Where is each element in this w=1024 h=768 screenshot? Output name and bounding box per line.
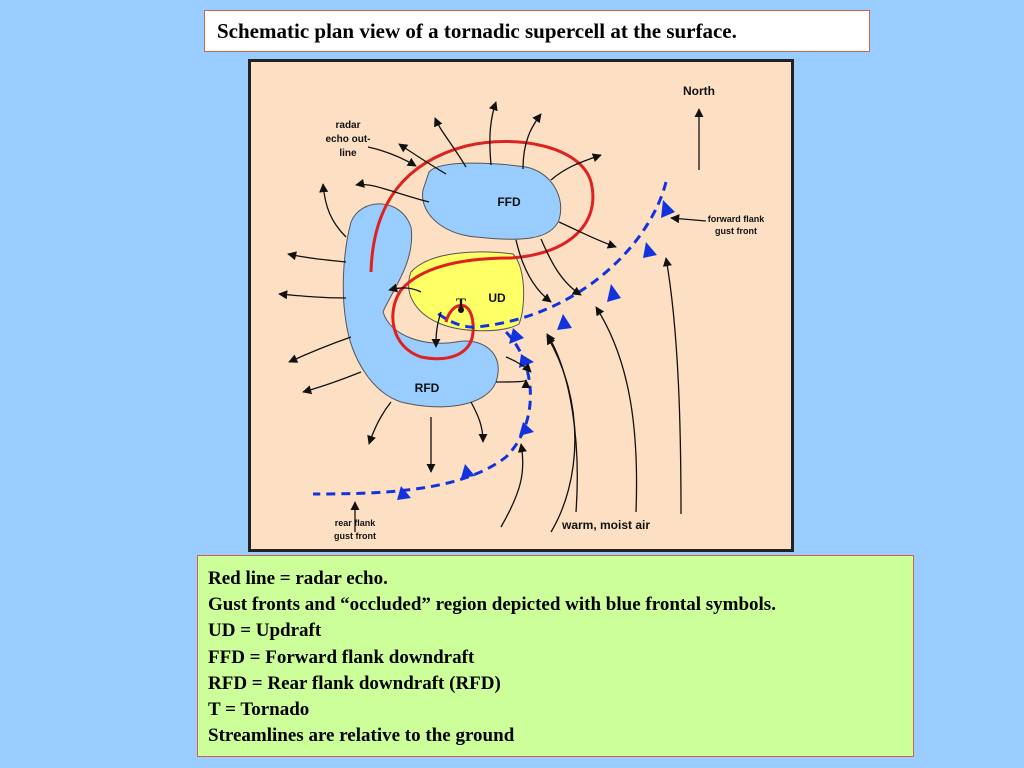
tornado-label: T xyxy=(456,296,466,312)
ffd-label: FFD xyxy=(497,195,521,209)
rear-flank-gust-front xyxy=(312,330,532,496)
radar-echo-line xyxy=(369,140,595,361)
legend-panel: Red line = radar echo. Gust fronts and “… xyxy=(197,555,914,757)
ud-region xyxy=(408,251,525,332)
supercell-diagram-svg: North radar echo out- line forward flank… xyxy=(278,84,766,541)
svg-text:forward flank: forward flank xyxy=(708,214,766,224)
legend-item-radar-echo: Red line = radar echo. xyxy=(208,568,388,589)
tornado-marker xyxy=(458,307,464,313)
legend-item-ffd: FFD = Forward flank downdraft xyxy=(208,646,475,668)
radar-echo-label: radar echo out- line xyxy=(326,120,371,159)
legend-item-gust-fronts: Gust fronts and “occluded” region depict… xyxy=(208,594,776,616)
streamlines xyxy=(278,101,707,533)
legend-item-streamlines: Streamlines are relative to the ground xyxy=(208,725,515,747)
rear-flank-label: rear flank gust front xyxy=(334,518,376,541)
svg-text:line: line xyxy=(339,148,357,159)
svg-text:rear flank: rear flank xyxy=(335,518,377,528)
forward-flank-label: forward flank gust front xyxy=(708,214,766,236)
slide-title: Schematic plan view of a tornadic superc… xyxy=(204,10,870,52)
warm-air-label: warm, moist air xyxy=(561,518,650,532)
ffd-region xyxy=(422,162,562,240)
svg-text:gust front: gust front xyxy=(715,226,757,236)
supercell-diagram: North radar echo out- line forward flank… xyxy=(248,59,794,552)
svg-text:gust front: gust front xyxy=(334,531,376,541)
ud-label: UD xyxy=(488,291,506,305)
legend-item-tornado: T = Tornado xyxy=(208,699,310,721)
forward-flank-gust-front xyxy=(435,181,668,329)
svg-text:radar: radar xyxy=(335,120,360,131)
north-label: North xyxy=(683,84,715,98)
svg-text:echo out-: echo out- xyxy=(326,134,371,145)
legend-item-updraft: UD = Updraft xyxy=(208,620,322,642)
legend-item-rfd: RFD = Rear flank downdraft (RFD) xyxy=(208,672,501,694)
rfd-region xyxy=(342,203,499,408)
rfd-label: RFD xyxy=(415,381,440,395)
